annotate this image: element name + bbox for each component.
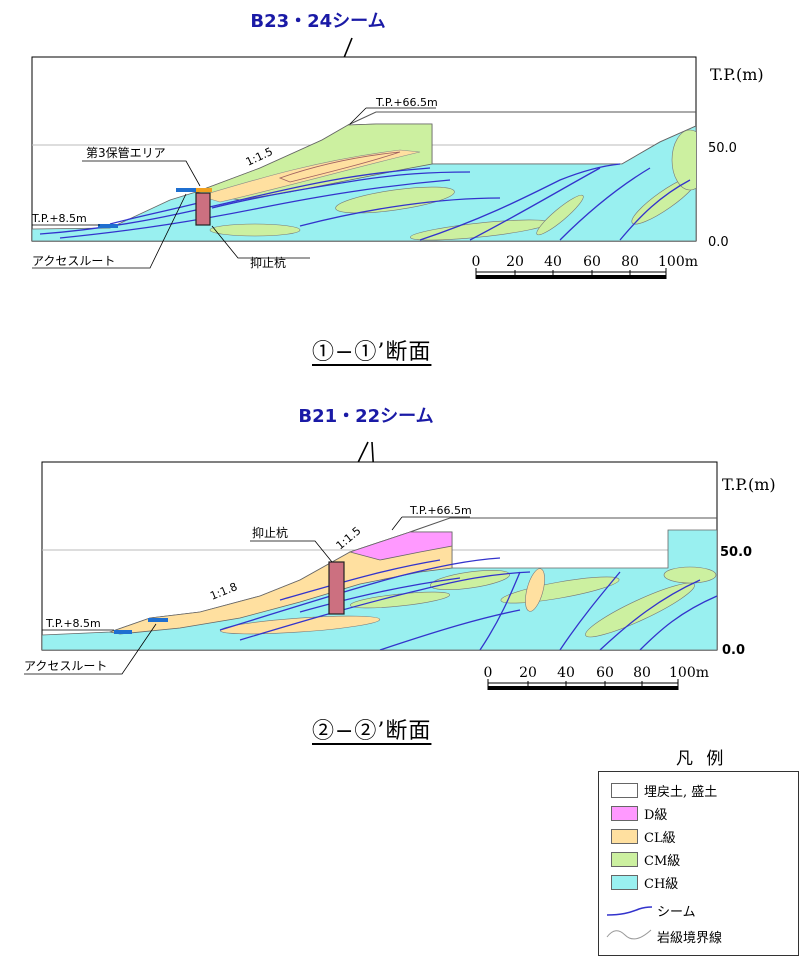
section-1-pile-label: 抑止杭 <box>250 255 286 270</box>
svg-text:100m: 100m <box>669 665 709 681</box>
section-1-cross-section: B23・24シーム <box>31 11 764 279</box>
legend-box: 埋戻土, 盛土 D級 CL級 CM級 CH級 シーム 岩級境界線 <box>598 771 799 956</box>
section-1-low-access-marker <box>98 224 118 228</box>
section-2-cm-lens <box>663 566 717 584</box>
section-2-low-access-marker <box>114 630 132 634</box>
legend-title: 凡 例 <box>676 749 728 769</box>
section-1-storage-label: 第3保管エリア <box>86 145 166 160</box>
section-1-elevation-unit: T.P.(m) <box>710 65 764 84</box>
seam-line-icon <box>606 906 653 916</box>
legend-swatch-cl <box>611 828 638 844</box>
legend-label-d: D級 <box>644 807 668 823</box>
legend-item-cm: CM級 <box>611 849 680 869</box>
boundary-line-icon <box>606 929 652 940</box>
legend-swatch-fill <box>611 782 638 798</box>
svg-text:0: 0 <box>472 254 481 270</box>
legend-label-boundary: 岩級境界線 <box>657 930 723 946</box>
section-2-cm-lens <box>349 591 451 609</box>
section-1-seams <box>39 163 691 241</box>
svg-text:20: 20 <box>519 665 537 681</box>
section-2-cross-section: B21・22シーム <box>24 406 776 690</box>
legend-item-seam: シーム <box>605 900 696 920</box>
section-1-scale-bar: 0 20 40 60 80 100m <box>472 254 698 279</box>
legend-item-fill: 埋戻土, 盛土 <box>611 780 717 800</box>
svg-text:60: 60 <box>583 254 601 270</box>
section-1-access-marker <box>176 188 196 192</box>
section-1-cm-lens <box>631 175 696 225</box>
svg-text:60: 60 <box>596 665 614 681</box>
section-2-cl-lens <box>525 568 545 612</box>
section-1-cm-lens <box>335 186 455 214</box>
section-1-caption: ①−①’断面 <box>312 340 432 365</box>
section-2-seams <box>219 557 717 650</box>
section-2-top-level-label: T.P.+66.5m <box>409 504 472 517</box>
svg-text:80: 80 <box>621 254 639 270</box>
legend-swatch-ch <box>611 874 638 890</box>
legend-label-fill: 埋戻土, 盛土 <box>644 784 718 800</box>
section-1-cl-lens <box>278 151 401 183</box>
svg-text:20: 20 <box>506 254 524 270</box>
section-2-access-label: アクセスルート <box>24 659 107 673</box>
legend-label-cm: CM級 <box>644 853 681 869</box>
legend-item-cl: CL級 <box>611 826 676 846</box>
section-1-cm-lens <box>671 129 696 191</box>
svg-text:80: 80 <box>633 665 651 681</box>
section-2-elevation-unit: T.P.(m) <box>722 475 776 494</box>
legend-label-cl: CL級 <box>644 830 676 846</box>
section-2-scale-bar: 0 20 40 60 80 100m <box>484 665 709 690</box>
legend-label-ch: CH級 <box>644 876 679 892</box>
section-1-top-level-label: T.P.+66.5m <box>375 96 438 109</box>
section-2-low-level-label: T.P.+8.5m <box>45 617 101 630</box>
legend-item-boundary: 岩級境界線 <box>605 926 722 946</box>
section-2-caption: ②−②’断面 <box>312 719 432 744</box>
section-1-access-label: アクセスルート <box>32 254 115 268</box>
legend-swatch-d <box>611 805 638 821</box>
legend-item-d: D級 <box>611 803 667 823</box>
section-1-tick-50: 50.0 <box>708 141 737 156</box>
legend-item-ch: CH級 <box>611 872 678 892</box>
svg-text:0: 0 <box>484 665 493 681</box>
section-1-cm-lens <box>209 223 301 237</box>
section-1-cm-lens <box>536 194 584 236</box>
legend-label-seam: シーム <box>657 904 696 920</box>
section-2-pile <box>328 561 345 615</box>
svg-text:40: 40 <box>544 254 562 270</box>
section-2-d-zone <box>348 531 453 561</box>
section-2-tick-50: 50.0 <box>720 545 752 560</box>
section-1-seam-title: B23・24シーム <box>250 11 385 32</box>
section-1-low-level-label: T.P.+8.5m <box>31 212 87 225</box>
svg-text:100m: 100m <box>658 254 698 270</box>
legend-swatch-cm <box>611 851 638 867</box>
section-1-storage-marker <box>196 188 212 192</box>
section-1-tick-0: 0.0 <box>708 235 729 250</box>
section-1-fill-outline <box>347 111 696 126</box>
section-1-pile <box>195 192 211 226</box>
section-2-cl-zone <box>108 531 453 635</box>
section-2-seam-title: B21・22シーム <box>298 406 433 427</box>
section-2-pile-label: 抑止杭 <box>252 525 288 540</box>
section-2-tick-0: 0.0 <box>722 643 745 658</box>
section-2-access-marker <box>148 618 168 622</box>
svg-text:40: 40 <box>557 665 575 681</box>
